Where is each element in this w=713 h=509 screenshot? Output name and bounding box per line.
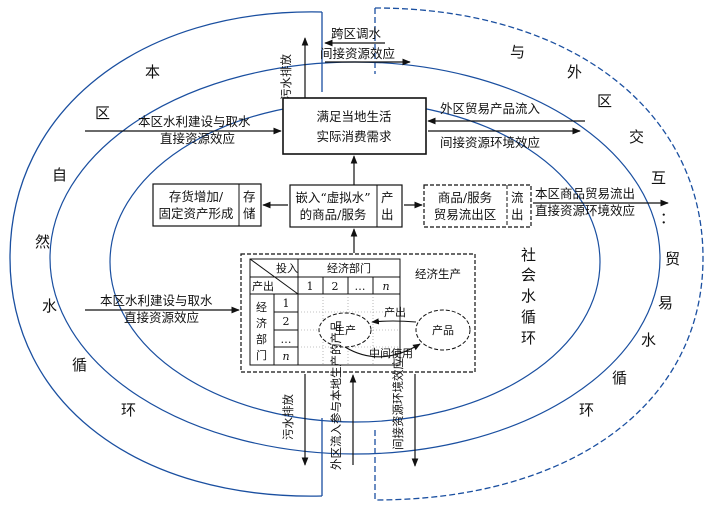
export-tag1: 流 <box>511 190 524 205</box>
social-cycle-char: 会 <box>521 266 536 284</box>
consumption-line1: 满足当地生活 <box>316 109 391 124</box>
outer-right-char: 循 <box>612 369 627 387</box>
outer-left-char: 环 <box>121 401 136 419</box>
export-line2: 贸易流出区 <box>434 207 497 222</box>
left-lower-line2: 直接资源效应 <box>124 310 199 325</box>
outer-right-char: 易 <box>658 294 673 312</box>
export-box <box>423 184 532 228</box>
io-row-header: 2 <box>283 315 290 328</box>
outer-right-char: 环 <box>579 401 594 419</box>
consumption-box <box>282 97 427 155</box>
outer-right-char: 外 <box>567 63 582 81</box>
production-label: 生产 <box>334 323 356 337</box>
io-col-header: n <box>382 280 389 293</box>
io-row-header: … <box>281 333 292 346</box>
outer-left-char: 自 <box>52 166 67 184</box>
bottom-inflow-label: 外区流入参与本地生产的产品 <box>329 321 343 471</box>
io-row-header: n <box>282 350 289 363</box>
social-cycle-char: 循 <box>521 308 536 326</box>
economy-title: 经济生产 <box>415 267 461 281</box>
io-row-label-char: 经 <box>256 301 267 314</box>
embed-line2: 的商品/服务 <box>300 207 367 222</box>
left-upper-line1: 本区水利建设与取水 <box>138 114 251 129</box>
right-mid-line2: 直接资源环境效应 <box>535 203 635 218</box>
inventory-line1: 存货增加/ <box>169 189 224 204</box>
left-lower-line1: 本区水利建设与取水 <box>100 293 213 308</box>
right-mid-line1: 本区商品贸易流出 <box>535 186 635 201</box>
io-row-label-char: 门 <box>256 348 267 362</box>
inventory-tag2: 储 <box>243 206 256 221</box>
output-arrow <box>371 318 417 325</box>
product-label: 产品 <box>432 323 454 337</box>
trade-cycle-outer-ring <box>374 7 704 501</box>
io-row-label-char: 部 <box>256 332 267 346</box>
bottom-sewage-label: 污水排放 <box>281 394 295 440</box>
outer-left-char: 区 <box>95 104 110 122</box>
cross-region-transfer-label: 跨区调水 <box>331 26 382 41</box>
outer-right-char: 贸 <box>665 250 680 268</box>
consumption-line2: 实际消费需求 <box>316 129 392 144</box>
io-matrix <box>249 258 401 366</box>
io-row-label-char: 济 <box>256 316 267 330</box>
top-indirect-effect-label: 间接资源效应 <box>320 46 395 61</box>
right-upper-line1: 外区贸易产品流入 <box>440 101 541 116</box>
outer-right-char: 互 <box>651 169 666 187</box>
io-row-header: 1 <box>283 297 290 310</box>
outer-left-char: 然 <box>35 233 50 251</box>
io-col-header: 2 <box>332 280 339 293</box>
social-cycle-char: 环 <box>521 329 536 347</box>
outer-right-char: 区 <box>597 92 612 110</box>
io-col-header: 1 <box>307 280 314 293</box>
embed-line1: 嵌入“虚拟水” <box>295 190 370 205</box>
output-arrow-label: 产出 <box>384 305 406 319</box>
intermediate-use-arrow <box>344 343 421 358</box>
inventory-box <box>152 183 262 227</box>
inventory-line2: 固定资产形成 <box>158 206 233 221</box>
social-cycle-char: 社 <box>521 246 536 264</box>
io-col-header: … <box>355 280 366 293</box>
outer-right-char: 交 <box>629 128 644 146</box>
outer-left-char: 水 <box>42 297 57 315</box>
intermediate-use-label: 中间使用 <box>369 347 413 360</box>
product-ellipse <box>415 309 471 351</box>
io-output-label: 产出 <box>252 279 274 293</box>
outer-right-char: ： <box>660 209 675 227</box>
outer-left-char: 本 <box>145 63 160 81</box>
embed-tag2: 出 <box>381 207 394 222</box>
embed-box <box>289 184 403 228</box>
social-cycle-char: 水 <box>521 287 536 305</box>
embed-tag1: 产 <box>381 190 394 205</box>
top-sewage-label: 污水排放 <box>279 54 293 100</box>
outer-left-char: 循 <box>72 356 87 374</box>
left-upper-line2: 直接资源效应 <box>160 131 235 146</box>
export-tag2: 出 <box>511 207 524 222</box>
export-line1: 商品/服务 <box>438 190 492 205</box>
outer-right-char: 与 <box>510 43 525 61</box>
io-input-label: 投入 <box>276 261 298 275</box>
bottom-indirect-label: 间接资源环境效应 <box>391 358 405 450</box>
right-upper-line2: 间接资源环境效应 <box>440 135 540 150</box>
outer-right-char: 水 <box>641 331 656 349</box>
io-sectors-header: 经济部门 <box>327 261 371 275</box>
inventory-tag1: 存 <box>243 189 256 204</box>
natural-cycle-outer-ring <box>9 11 323 497</box>
